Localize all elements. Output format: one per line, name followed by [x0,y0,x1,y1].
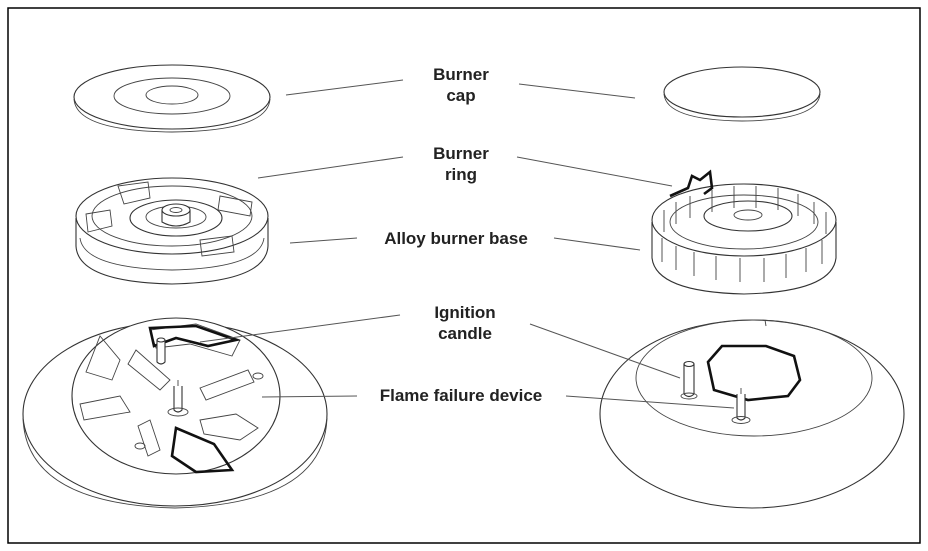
burner-ring-label-line1: Burner [433,144,489,163]
flame-failure-device-label: Flame failure device [380,386,543,405]
right-burner-ring-and-base [651,169,837,295]
burner-cap-label-line1: Burner [433,65,489,84]
left-burner-cap [73,64,271,133]
left-burner-ring-and-base [75,177,269,285]
burner-cap-label-line2: cap [446,86,475,105]
left-hob-base [22,317,328,509]
burner-ring-label-line2: ring [445,165,477,184]
right-hob-base [599,319,905,509]
frame [7,7,921,544]
ignition-candle-label-line1: Ignition [434,303,495,322]
alloy-burner-base-label: Alloy burner base [384,229,528,248]
leader-lines [199,79,735,409]
right-burner-cap [663,66,821,122]
ignition-candle-label-line2: candle [438,324,492,343]
